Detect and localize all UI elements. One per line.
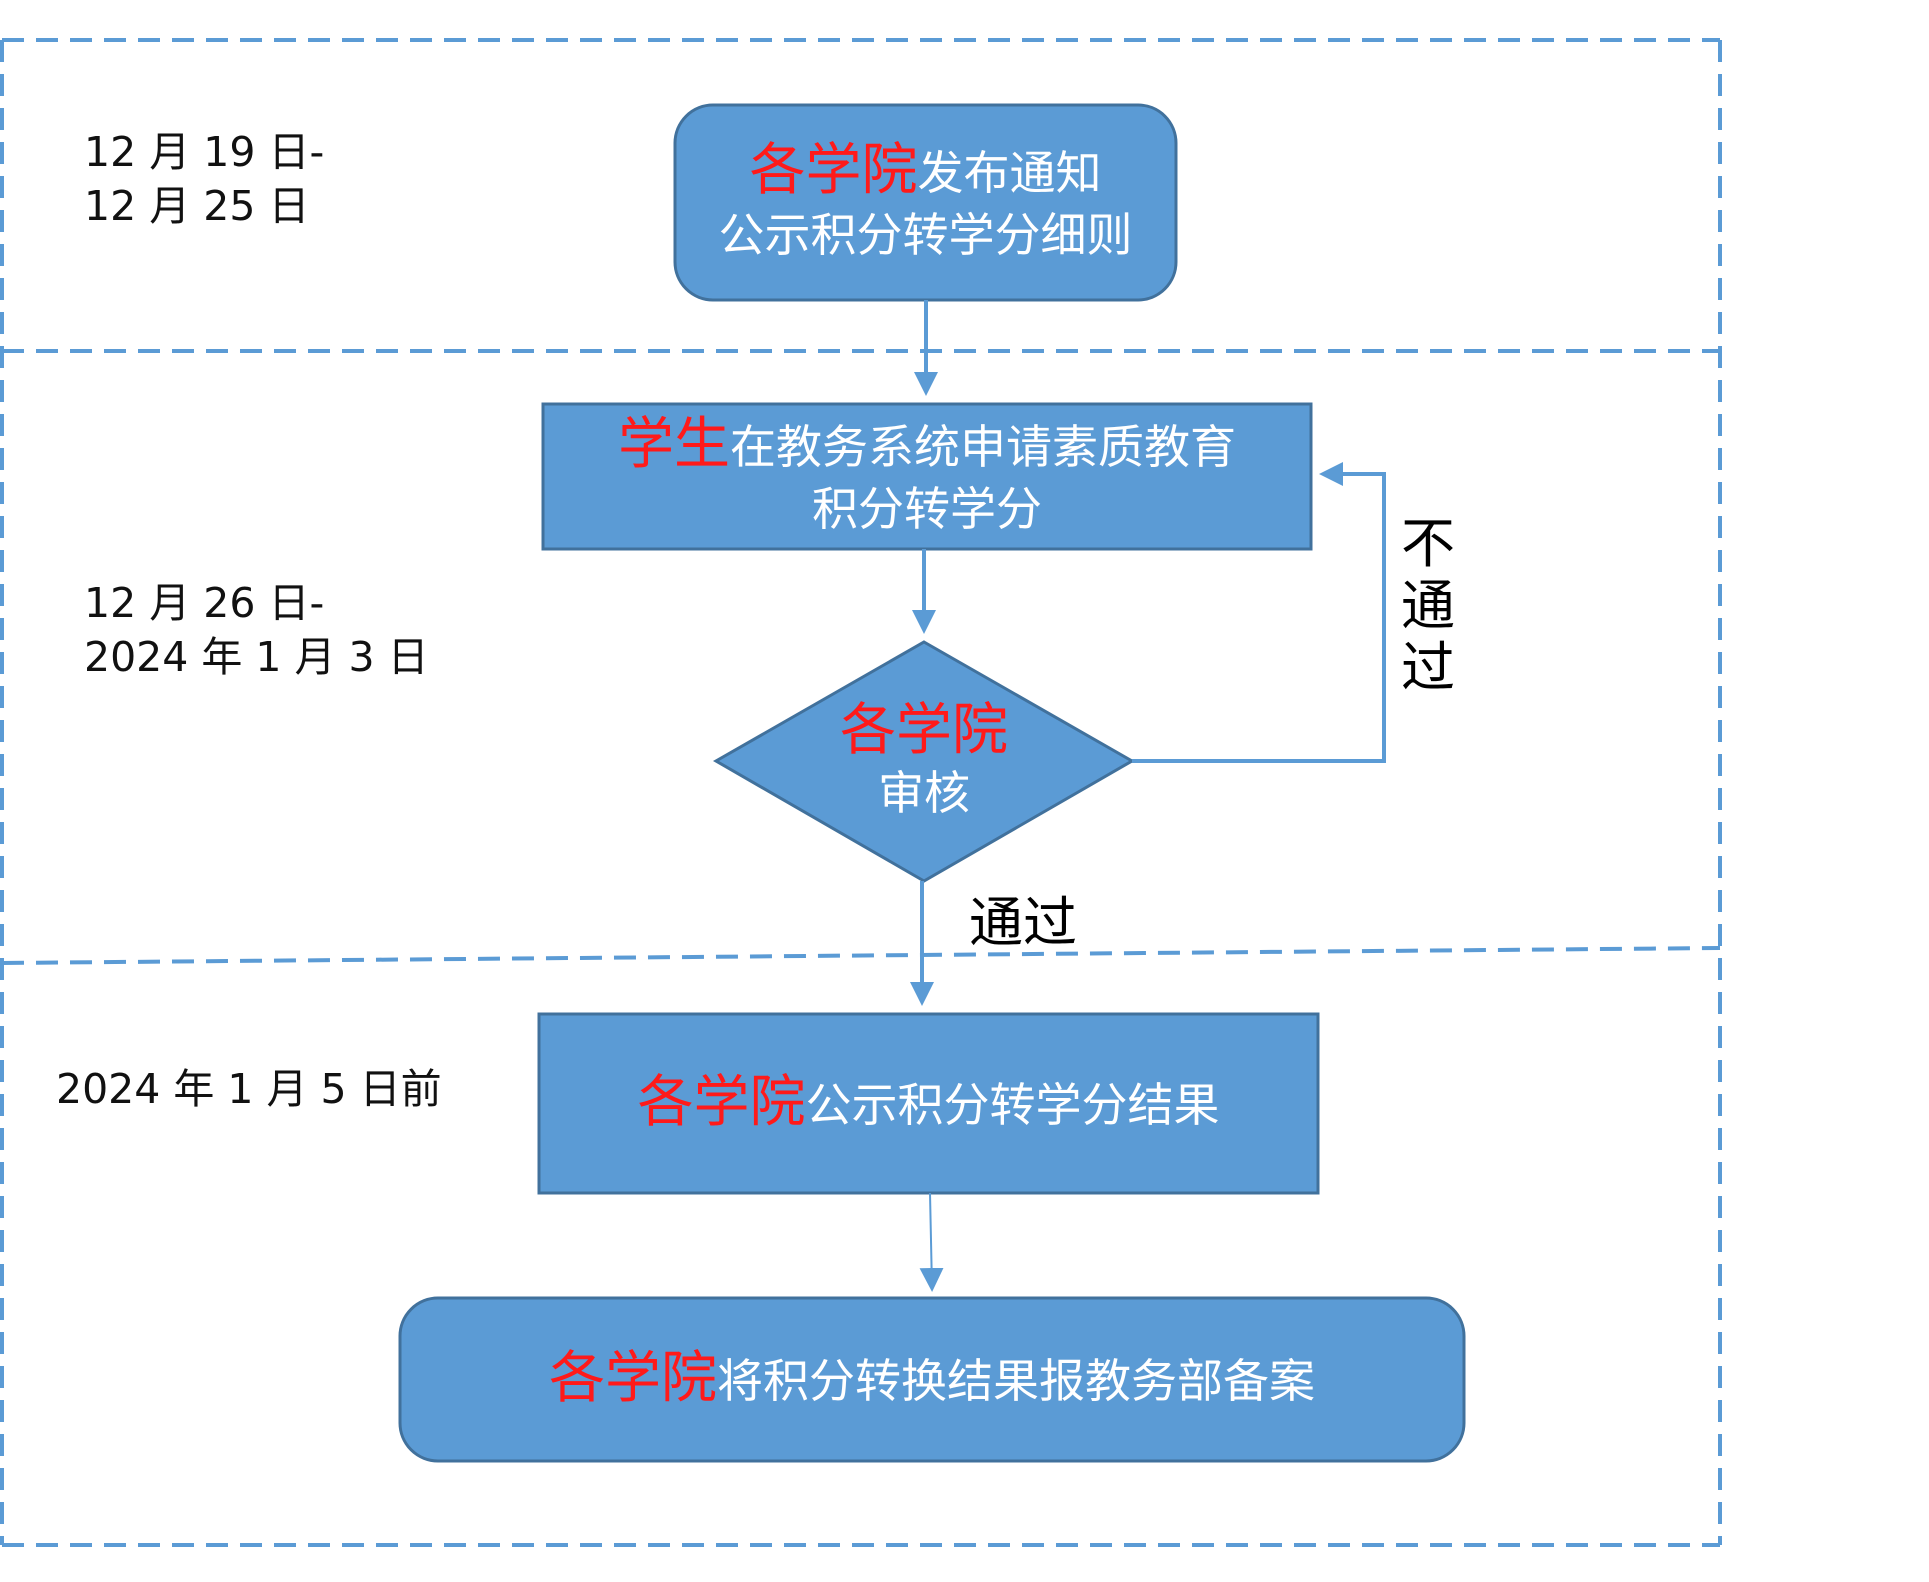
node-publish-result-shape bbox=[537, 1012, 1320, 1195]
actor-label: 各学院 bbox=[749, 137, 918, 203]
phase-divider-2 bbox=[1, 946, 1721, 965]
actor-label: 各学院 bbox=[549, 1345, 717, 1411]
node-student-apply: 学生在教务系统申请素质教育 积分转学分 bbox=[543, 404, 1311, 549]
node-report-archive-shape bbox=[398, 1296, 1466, 1463]
phase-3-date: 2024 年 1 月 5 日前 bbox=[56, 1062, 442, 1116]
node-report-archive: 各学院将积分转换结果报教务部备案 bbox=[400, 1298, 1464, 1461]
node-report-archive-text1: 将积分转换结果报教务部备案 bbox=[717, 1353, 1315, 1408]
node-college-review: 各学院 审核 bbox=[716, 642, 1132, 882]
node-college-review-line2: 审核 bbox=[878, 766, 970, 820]
phase-frame bbox=[0, 38, 1722, 1547]
node-student-apply-line2: 积分转学分 bbox=[812, 481, 1042, 536]
node-publish-result: 各学院公示积分转学分结果 bbox=[539, 1014, 1318, 1193]
approved-label: 通过 bbox=[969, 891, 1077, 954]
phase-1-date-line2: 12 月 25 日 bbox=[84, 182, 310, 230]
node-publish-notice-line2: 公示积分转学分细则 bbox=[718, 207, 1133, 262]
actor-label: 学生 bbox=[618, 411, 730, 477]
node-publish-notice-text1: 发布通知 bbox=[917, 145, 1102, 200]
phase-2-date: 12 月 26 日- 2024 年 1 月 3 日 bbox=[84, 576, 429, 684]
node-publish-notice: 各学院发布通知 公示积分转学分细则 bbox=[675, 105, 1176, 300]
node-student-apply-text1: 在教务系统申请素质教育 bbox=[730, 419, 1236, 474]
arrow-rejected-loop bbox=[1132, 462, 1386, 763]
node-report-archive-line1: 各学院将积分转换结果报教务部备案 bbox=[549, 1345, 1315, 1412]
arrow-result-to-archive bbox=[919, 1192, 944, 1292]
phase-3-date-line1: 2024 年 1 月 5 日前 bbox=[56, 1065, 442, 1113]
phase-1-date-line1: 12 月 19 日- bbox=[84, 128, 325, 176]
node-publish-notice-line1: 各学院发布通知 bbox=[749, 137, 1102, 204]
phase-2-date-line1: 12 月 26 日- bbox=[84, 579, 325, 627]
node-student-apply-shape bbox=[541, 402, 1313, 551]
node-publish-result-text1: 公示积分转学分结果 bbox=[805, 1077, 1220, 1132]
phase-1-date: 12 月 19 日- 12 月 25 日 bbox=[84, 125, 324, 233]
node-publish-result-line1: 各学院公示积分转学分结果 bbox=[637, 1069, 1220, 1136]
actor-label: 各学院 bbox=[637, 1069, 806, 1135]
rejected-label: 不通过 bbox=[1401, 512, 1455, 699]
actor-label: 各学院 bbox=[840, 698, 1008, 763]
phase-2-date-line2: 2024 年 1 月 3 日 bbox=[84, 633, 429, 681]
node-student-apply-line1: 学生在教务系统申请素质教育 bbox=[618, 411, 1236, 478]
